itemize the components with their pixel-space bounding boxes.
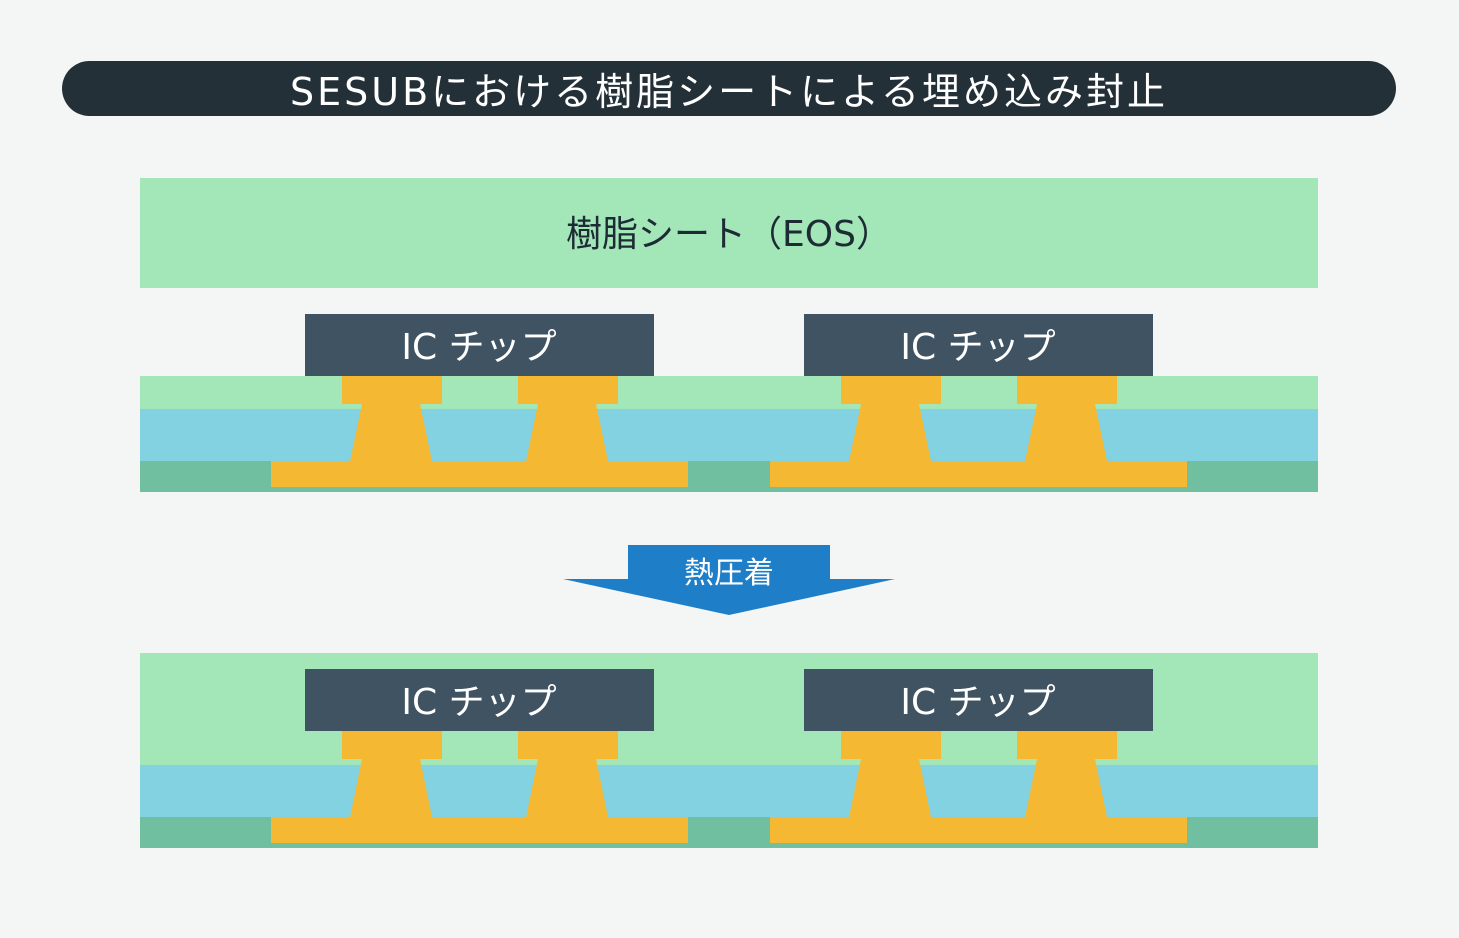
bump-cap (518, 731, 618, 759)
ic-chip-label: IC チップ (401, 327, 556, 368)
substrate-blue-layer (140, 765, 1318, 817)
via-post (849, 404, 931, 461)
substrate-blue-layer (140, 409, 1318, 461)
ic-chip (804, 314, 1153, 376)
ic-chip (305, 669, 654, 731)
resin-sheet-label: 樹脂シート（EOS） (566, 214, 892, 255)
via-post (1025, 759, 1107, 817)
bump-cap (841, 376, 941, 404)
page-title: SESUBにおける樹脂シートによる埋め込み封止 (290, 70, 1168, 114)
ic-chip (305, 314, 654, 376)
copper-pad (271, 817, 688, 843)
resin-sheet-rect (140, 178, 1318, 288)
title-banner: SESUBにおける樹脂シートによる埋め込み封止 (62, 61, 1396, 116)
substrate-green-layer (140, 376, 1318, 410)
copper-pad (770, 817, 1187, 843)
copper-pad (271, 461, 688, 487)
bump-cap (342, 376, 442, 404)
copper-pad (770, 461, 1187, 487)
chip-group-left: IC チップ (271, 314, 688, 487)
ic-chip (804, 669, 1153, 731)
ic-chip-label: IC チップ (900, 682, 1055, 723)
via-post (350, 404, 432, 461)
arrow-label: 熱圧着 (684, 556, 774, 591)
via-post (526, 404, 608, 461)
assembly-after: IC チップ IC チップ (140, 653, 1318, 848)
process-arrow: 熱圧着 (563, 545, 895, 615)
bump-cap (1017, 731, 1117, 759)
chip-group-left: IC チップ (271, 669, 688, 843)
ic-chip-label: IC チップ (900, 327, 1055, 368)
via-post (1025, 404, 1107, 461)
bump-cap (518, 376, 618, 404)
bump-cap (1017, 376, 1117, 404)
arrow-shape (563, 545, 895, 615)
via-post (526, 759, 608, 817)
bump-cap (841, 731, 941, 759)
ic-chip-label: IC チップ (401, 682, 556, 723)
chip-group-right: IC チップ (770, 314, 1187, 487)
bump-cap (342, 731, 442, 759)
via-post (350, 759, 432, 817)
resin-sheet-top: 樹脂シート（EOS） (140, 178, 1318, 288)
via-post (849, 759, 931, 817)
assembly-before: IC チップ IC チップ (140, 314, 1318, 492)
chip-group-right: IC チップ (770, 669, 1187, 843)
